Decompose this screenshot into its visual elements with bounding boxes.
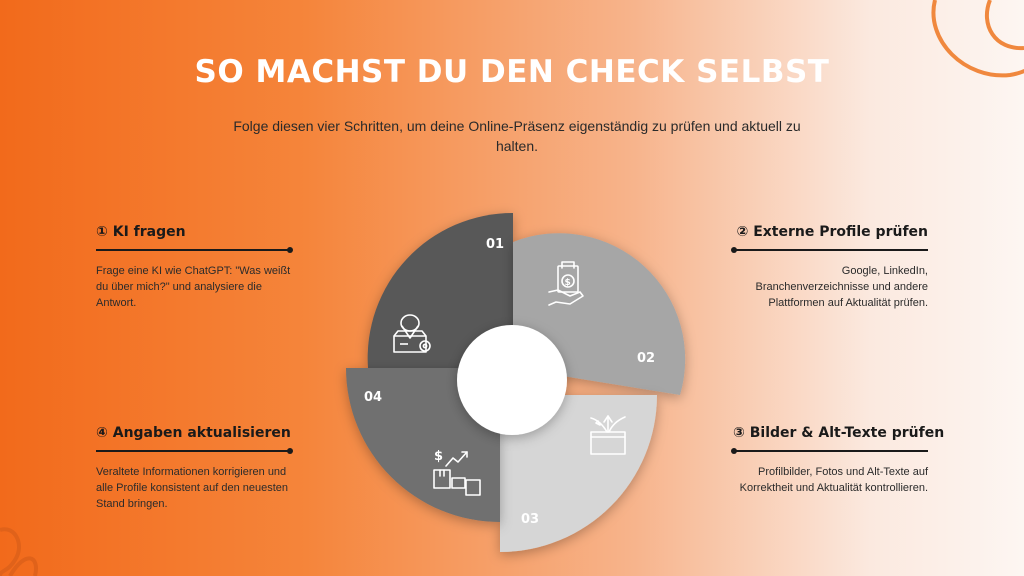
step-3-divider [731,448,928,454]
svg-text:$: $ [434,449,443,464]
page-title: SO MACHST DU DEN CHECK SELBST [194,54,830,90]
step-1-heading: ① KI fragen [96,224,186,240]
svg-text:$: $ [565,278,571,288]
step-1-divider [96,247,293,253]
money-hand-icon: $ [548,261,584,306]
step-4-number: 04 [364,390,382,405]
quadrant-04 [346,368,500,522]
delivery-box-icon [393,314,431,353]
gift-box-icon [590,415,626,455]
page-subtitle: Folge diesen vier Schritten, um deine On… [233,118,801,154]
step-4-text: Veraltete Informationen korrigieren und … [96,466,289,510]
step-3-heading: ③ Bilder & Alt-Texte prüfen [733,425,945,441]
step-2-number: 02 [637,351,655,366]
growth-boxes-icon: $ [433,449,481,496]
step-1-text: Frage eine KI wie ChatGPT: "Was weißt du… [96,265,291,309]
step-4-card: ④ Angaben aktualisieren Veraltete Inform… [96,425,293,512]
step-4-heading: ④ Angaben aktualisieren [96,425,291,441]
step-3-number: 03 [521,512,539,527]
center-circle [457,325,567,435]
step-2-text: Google, LinkedIn, Branchenverzeichnisse … [755,265,928,309]
step-2-card: ② Externe Profile prüfen Google, LinkedI… [731,224,928,311]
step-4-divider [96,448,293,454]
step-1-number: 01 [486,237,504,252]
step-3-text: Profilbilder, Fotos und Alt-Texte auf Ko… [739,466,928,494]
step-2-heading: ② Externe Profile prüfen [736,224,928,240]
quadrant-03 [500,395,657,552]
step-1-card: ① KI fragen Frage eine KI wie ChatGPT: "… [96,224,293,311]
step-3-card: ③ Bilder & Alt-Texte prüfen Profilbilder… [731,425,945,496]
step-2-divider [731,247,928,253]
